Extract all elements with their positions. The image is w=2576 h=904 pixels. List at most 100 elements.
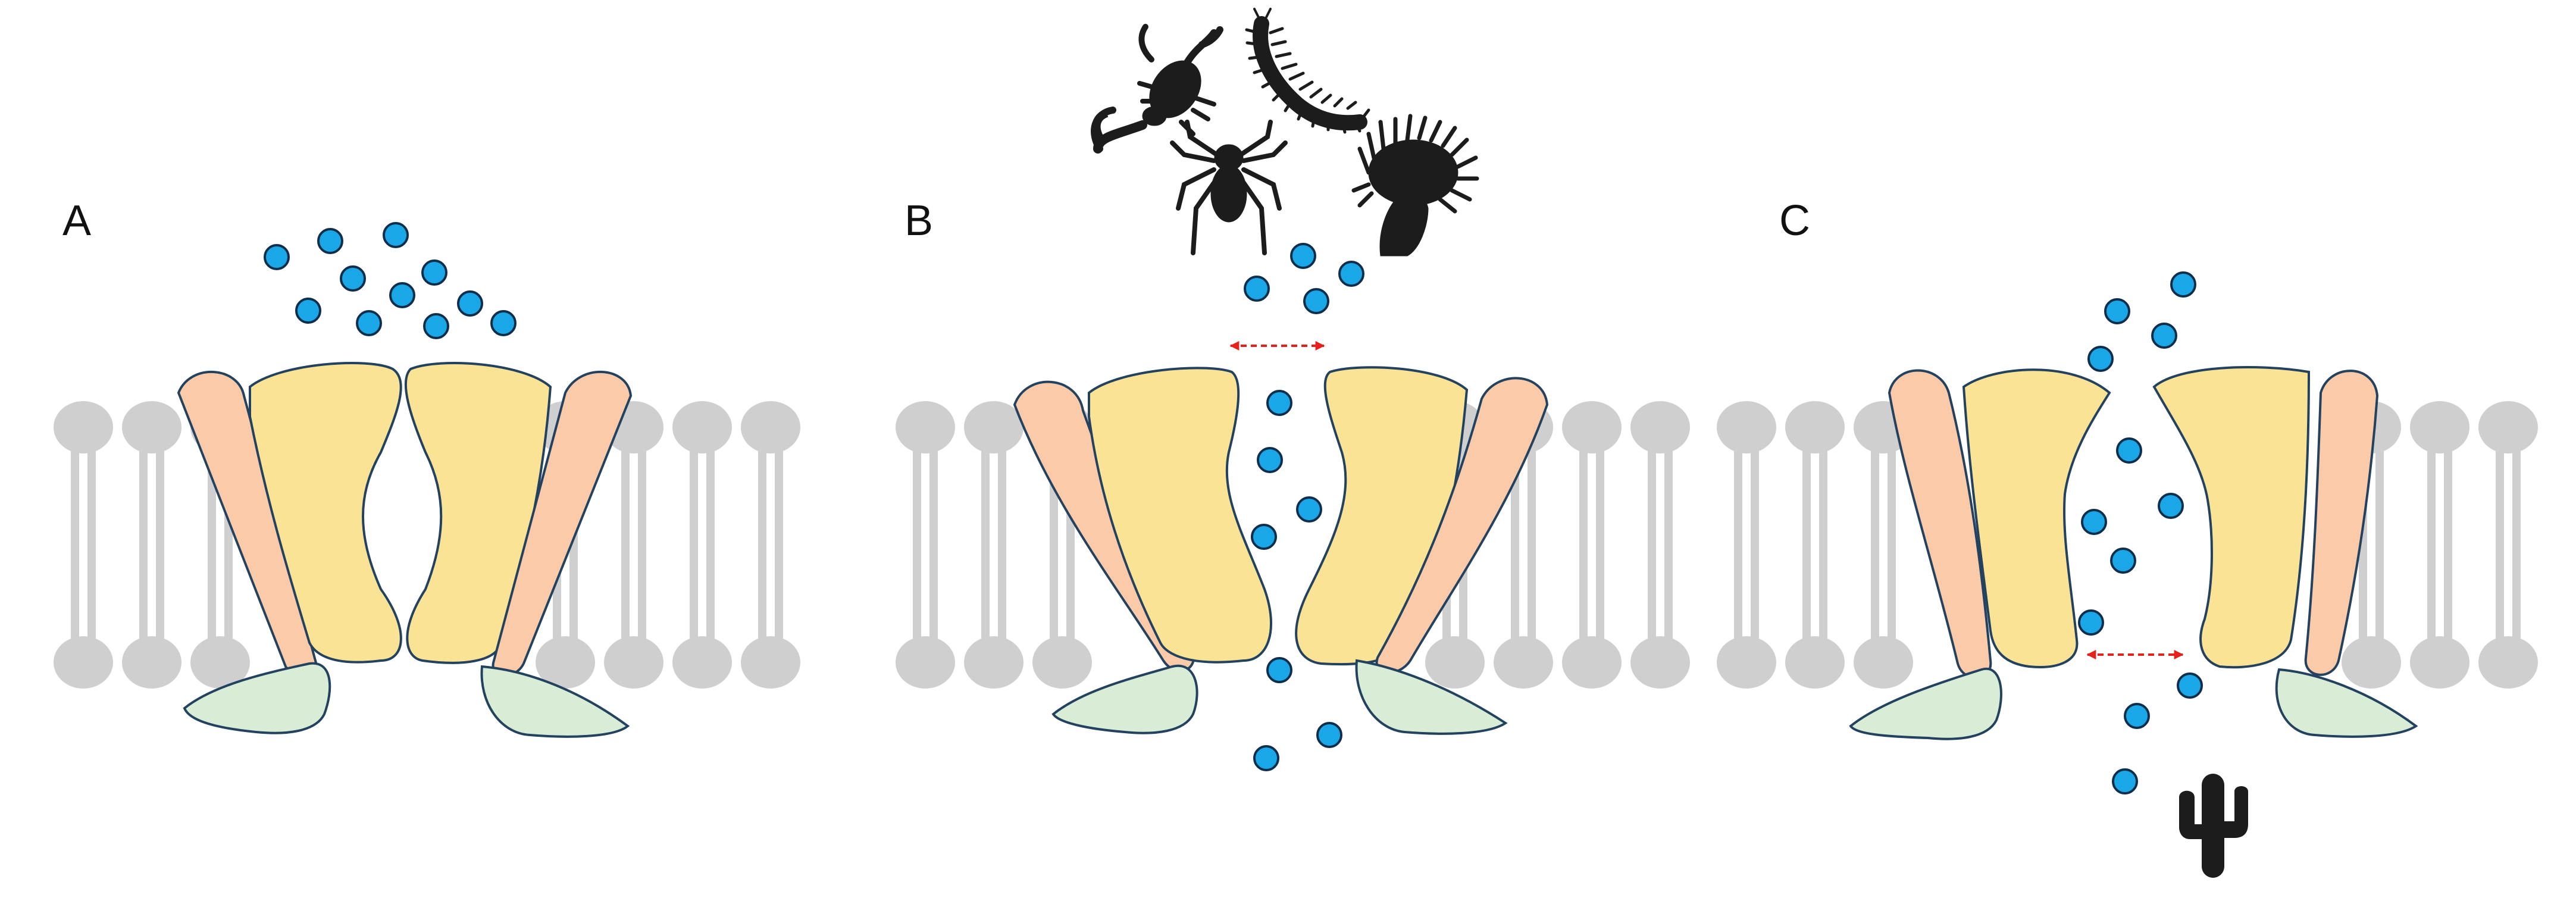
lipid-bilayer-c xyxy=(1717,401,2538,689)
lipid-tail xyxy=(1751,502,1759,645)
ion xyxy=(2151,323,2177,349)
ion xyxy=(2116,437,2142,464)
lipid-head xyxy=(1630,636,1690,689)
ion xyxy=(2124,703,2150,729)
lipid-tail xyxy=(87,502,96,645)
lipid-head xyxy=(964,401,1023,453)
lipid-head xyxy=(964,636,1023,689)
pore-domain-left xyxy=(249,362,402,664)
ion xyxy=(1266,657,1292,683)
outer-helix-right xyxy=(2304,370,2379,676)
intracellular-domain-left xyxy=(183,662,331,734)
lipid-head xyxy=(122,636,181,689)
lipid-tail xyxy=(139,502,148,645)
lipid-head xyxy=(672,636,732,689)
lipid-tail xyxy=(929,502,938,645)
lipid-tail xyxy=(1888,502,1896,645)
ion xyxy=(1290,243,1316,269)
lipid-head xyxy=(190,636,250,689)
ion xyxy=(423,313,449,339)
lipid-tail xyxy=(1664,502,1673,645)
intracellular-domain-right xyxy=(1355,659,1508,735)
ion xyxy=(1303,288,1329,314)
lipid-tail xyxy=(224,502,233,645)
ion xyxy=(2087,346,2114,372)
lipid-head xyxy=(54,401,113,453)
lipid-tail xyxy=(1579,502,1588,645)
lipid-head xyxy=(54,636,113,689)
pore-domain-right xyxy=(2152,366,2311,669)
lipid-tail xyxy=(71,502,79,645)
ion xyxy=(2110,548,2136,574)
sea-anemone-icon xyxy=(1351,114,1479,257)
outer-helix-left xyxy=(1888,369,1992,679)
outer-helix-right xyxy=(1375,377,1549,674)
ion xyxy=(295,298,321,324)
channel-open-venom xyxy=(1013,366,1549,735)
lipid-head xyxy=(2410,636,2469,689)
lipid-tail xyxy=(1871,502,1879,645)
lipid-head xyxy=(1785,636,1845,689)
ion xyxy=(2177,672,2203,699)
ion xyxy=(2112,768,2138,794)
lipid-tail xyxy=(913,502,921,645)
ion xyxy=(1338,261,1364,287)
pore-domain-right xyxy=(1295,366,1469,666)
ion xyxy=(264,244,290,270)
lipid-tail xyxy=(1819,502,1827,645)
ion xyxy=(2081,509,2107,535)
ion xyxy=(356,310,382,336)
lipid-tail xyxy=(1528,502,1536,645)
ion xyxy=(457,290,483,317)
lipid-tail xyxy=(1050,502,1058,645)
lipid-tail xyxy=(758,502,766,645)
ion xyxy=(389,282,415,308)
lipid-head xyxy=(1854,636,1913,689)
lipid-tail xyxy=(1596,502,1604,645)
lipid-head xyxy=(672,401,732,453)
lipid-head xyxy=(741,636,800,689)
lipid-head xyxy=(1494,636,1553,689)
lipid-head xyxy=(122,401,181,453)
scorpion-icon xyxy=(1091,24,1223,154)
lipid-tail xyxy=(2512,502,2521,645)
channel-open-plant xyxy=(1849,366,2418,740)
intracellular-domain-right xyxy=(2275,668,2418,738)
lipid-head xyxy=(1425,636,1485,689)
centipede-icon xyxy=(1245,8,1370,134)
lipid-tail xyxy=(1734,502,1742,645)
lipid-head xyxy=(2342,636,2401,689)
ion xyxy=(1253,745,1279,771)
lipid-tail xyxy=(1648,502,1656,645)
panel-label-c: C xyxy=(1779,197,1810,245)
lipid-tail xyxy=(690,502,698,645)
lipid-tail xyxy=(775,502,783,645)
ion xyxy=(1316,722,1342,748)
ion xyxy=(2104,298,2130,324)
ion xyxy=(1251,524,1277,550)
lipid-tail xyxy=(998,502,1006,645)
lipid-tail xyxy=(2496,502,2504,645)
lipid-tail xyxy=(2375,502,2384,645)
lipid-head xyxy=(896,401,955,453)
ion-flow-c xyxy=(2078,271,2203,794)
lipid-head xyxy=(1630,401,1690,453)
spider-icon xyxy=(1170,120,1288,255)
ion xyxy=(383,222,409,248)
lipid-head xyxy=(1562,401,1622,453)
lipid-head xyxy=(1562,636,1622,689)
lipid-tail xyxy=(1511,502,1519,645)
ion xyxy=(1244,276,1270,302)
pore-domain-left xyxy=(1088,367,1273,664)
ion xyxy=(490,310,517,336)
lipid-head xyxy=(2478,401,2538,453)
ion xyxy=(421,259,447,286)
lipid-head xyxy=(741,401,800,453)
ion xyxy=(1257,447,1283,473)
ion-flow-b xyxy=(1244,243,1364,771)
lipid-head xyxy=(1785,401,1845,453)
lipid-tail xyxy=(1802,502,1811,645)
lipid-tail xyxy=(2427,502,2436,645)
ion xyxy=(1266,390,1292,416)
